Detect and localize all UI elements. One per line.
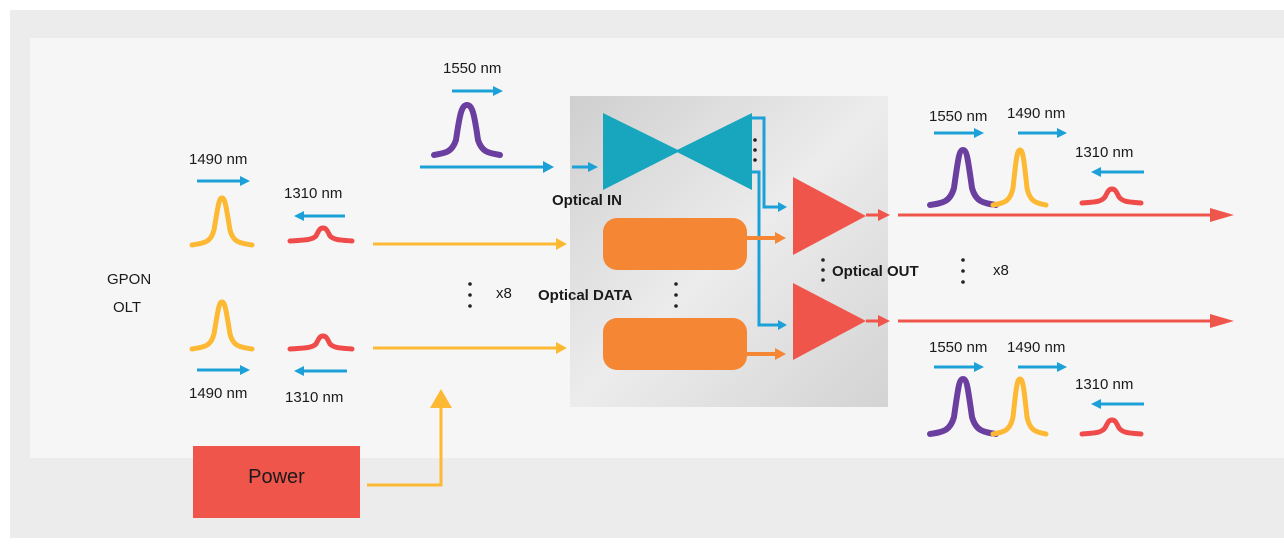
amplifier-top	[793, 177, 866, 255]
output-bottom-1550-spectrum	[927, 362, 999, 437]
amplifier-bottom	[793, 283, 866, 360]
output-top-1550-spectrum	[927, 128, 999, 208]
splitter-output-lines	[752, 116, 778, 327]
output-top-1550-label: 1550 nm	[929, 108, 988, 125]
optical-splitter	[603, 113, 752, 190]
optical-out-label: Optical OUT	[832, 263, 919, 280]
receiver-dots	[674, 282, 678, 308]
power-label: Power	[248, 466, 305, 488]
left-x8-label: x8	[496, 285, 512, 302]
input-bottom-1490-spectrum	[189, 299, 255, 375]
output-top-1310-spectrum	[1079, 167, 1144, 206]
input-bottom-1310-label: 1310 nm	[285, 389, 344, 406]
receiver-bottom	[603, 318, 747, 370]
output-top-1490-label: 1490 nm	[1007, 105, 1066, 122]
optical-data-label: Optical DATA	[538, 287, 633, 304]
optical-in-label: Optical IN	[552, 192, 623, 209]
splitter-arrow-bottom	[778, 320, 787, 330]
output-fiber-top	[866, 208, 1234, 222]
input-1550-spectrum	[431, 86, 503, 158]
receiver-to-amplifier-arrows	[747, 232, 786, 360]
power-box: Power	[193, 446, 360, 518]
output-bottom-1550-label: 1550 nm	[929, 339, 988, 356]
output-bottom-1310-spectrum	[1079, 399, 1144, 437]
splitter-dots	[753, 138, 757, 162]
input-top-1490-label: 1490 nm	[189, 151, 248, 168]
input-top-1310-spectrum	[287, 211, 355, 244]
amplifier-dots	[821, 258, 825, 282]
input-bottom-1310-spectrum	[287, 333, 355, 376]
input-top-1310-label: 1310 nm	[284, 185, 343, 202]
input-fiber-bottom	[373, 342, 567, 354]
splitter-arrow-top	[778, 202, 787, 212]
input-1550-label: 1550 nm	[443, 60, 502, 77]
right-x8-label: x8	[993, 262, 1009, 279]
output-bottom-1490-spectrum	[990, 362, 1067, 437]
input-fiber-top	[373, 238, 567, 250]
input-fiber-1550	[420, 161, 598, 173]
output-bottom-1310-label: 1310 nm	[1075, 376, 1134, 393]
output-top-1310-label: 1310 nm	[1075, 144, 1134, 161]
gpon-olt-label-line1: GPON	[107, 271, 152, 288]
output-top-1490-spectrum	[990, 128, 1067, 208]
output-fiber-bottom	[866, 314, 1234, 328]
input-top-1490-spectrum	[189, 176, 255, 248]
power-feed-line	[367, 389, 452, 487]
right-ellipsis-dots	[961, 258, 965, 284]
gpon-olt-label-line2: OLT	[113, 299, 142, 316]
input-bottom-1490-label: 1490 nm	[189, 385, 248, 402]
receiver-top	[603, 218, 747, 270]
output-bottom-1490-label: 1490 nm	[1007, 339, 1066, 356]
left-ellipsis-dots	[468, 282, 472, 308]
